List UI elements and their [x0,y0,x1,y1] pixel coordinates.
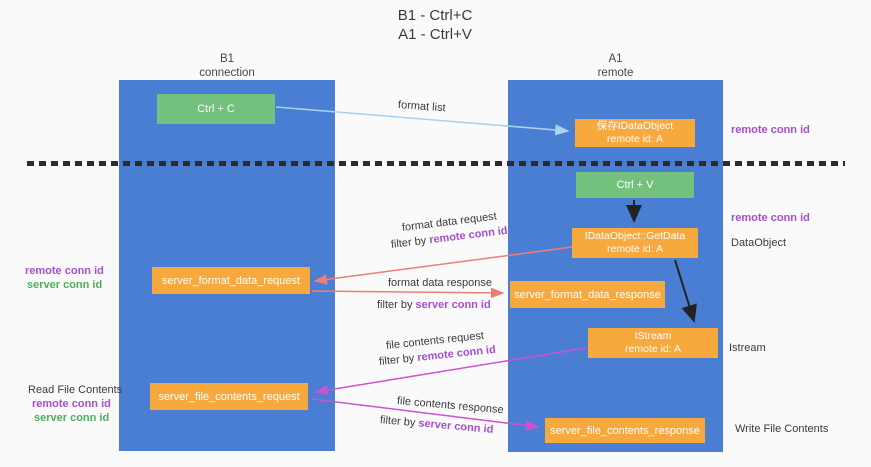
left-server-conn-id-label: server conn id [27,279,103,291]
format-list-label: format list [397,99,446,115]
format-data-response-arrow [311,287,505,299]
format-data-response-filter-label: filter by server conn id [377,299,491,311]
server-conn-id-text: server conn id [415,299,491,311]
node-save-idataobject: 保存IDataObject remote id: A [575,119,695,147]
lane-right-name: A1 [608,53,623,65]
server-file-contents-request-label: server_file_contents_request [158,390,300,403]
istream-line2: remote id: A [624,343,682,355]
right-remote-conn-id-label-mid: remote conn id [731,212,810,224]
lane-left-name: B1 [219,53,235,65]
right-remote-conn-id-label-top: remote conn id [731,124,810,136]
lane-header-left: B1 connection [119,52,335,80]
diagram-title: B1 - Ctrl+C A1 - Ctrl+V [300,6,570,44]
node-istream: IStream remote id: A [588,328,718,358]
node-ctrl-c: Ctrl + C [157,94,275,124]
title-line-1: B1 - Ctrl+C [397,7,473,24]
node-server-format-data-response: server_format_data_response [510,281,665,308]
filter-by-text: filter by [378,352,418,368]
dataobject-label: DataObject [731,237,787,249]
node-idataobject-getdata: IDataObject::GetData remote id: A [572,228,698,258]
left-server-conn-id-label-bottom: server conn id [34,412,110,424]
node-ctrl-v: Ctrl + V [576,172,694,198]
getdata-line2: remote id: A [606,243,664,255]
server-file-contents-response-label: server_file_contents_response [550,424,700,437]
read-file-contents-label: Read File Contents [28,384,123,396]
server-format-data-request-label: server_format_data_request [161,274,301,287]
server-conn-id-text: server conn id [417,417,494,436]
ctrl-c-label: Ctrl + C [197,103,235,115]
file-contents-response-label: file contents response [396,395,505,417]
lane-right-subtitle: remote [597,67,634,79]
file-contents-response-filter-label: filter by server conn id [379,414,493,436]
save-idataobject-line1: 保存IDataObject [596,120,674,132]
left-remote-conn-id-label-bottom: remote conn id [32,398,111,410]
save-idataobject-line2: remote id: A [606,133,664,145]
format-data-response-label: format data response [388,277,492,289]
filter-by-text: filter by [379,414,419,430]
istream-line1: IStream [634,330,672,342]
filter-by-text: filter by [390,234,430,251]
node-server-file-contents-request: server_file_contents_request [150,383,308,410]
node-server-format-data-request: server_format_data_request [152,267,310,294]
filter-by-text: filter by [377,299,416,311]
lane-left-subtitle: connection [199,67,255,79]
server-format-data-response-label: server_format_data_response [514,288,661,301]
ctrl-v-label: Ctrl + V [616,179,654,191]
istream-label: Istream [729,342,766,354]
copy-paste-divider-line [27,161,845,166]
node-server-file-contents-response: server_file_contents_response [545,418,705,443]
title-line-2: A1 - Ctrl+V [398,26,472,43]
getdata-line1: IDataObject::GetData [584,230,686,242]
write-file-contents-label: Write File Contents [735,423,829,435]
left-remote-conn-id-label: remote conn id [25,265,104,277]
lane-header-right: A1 remote [508,52,723,80]
